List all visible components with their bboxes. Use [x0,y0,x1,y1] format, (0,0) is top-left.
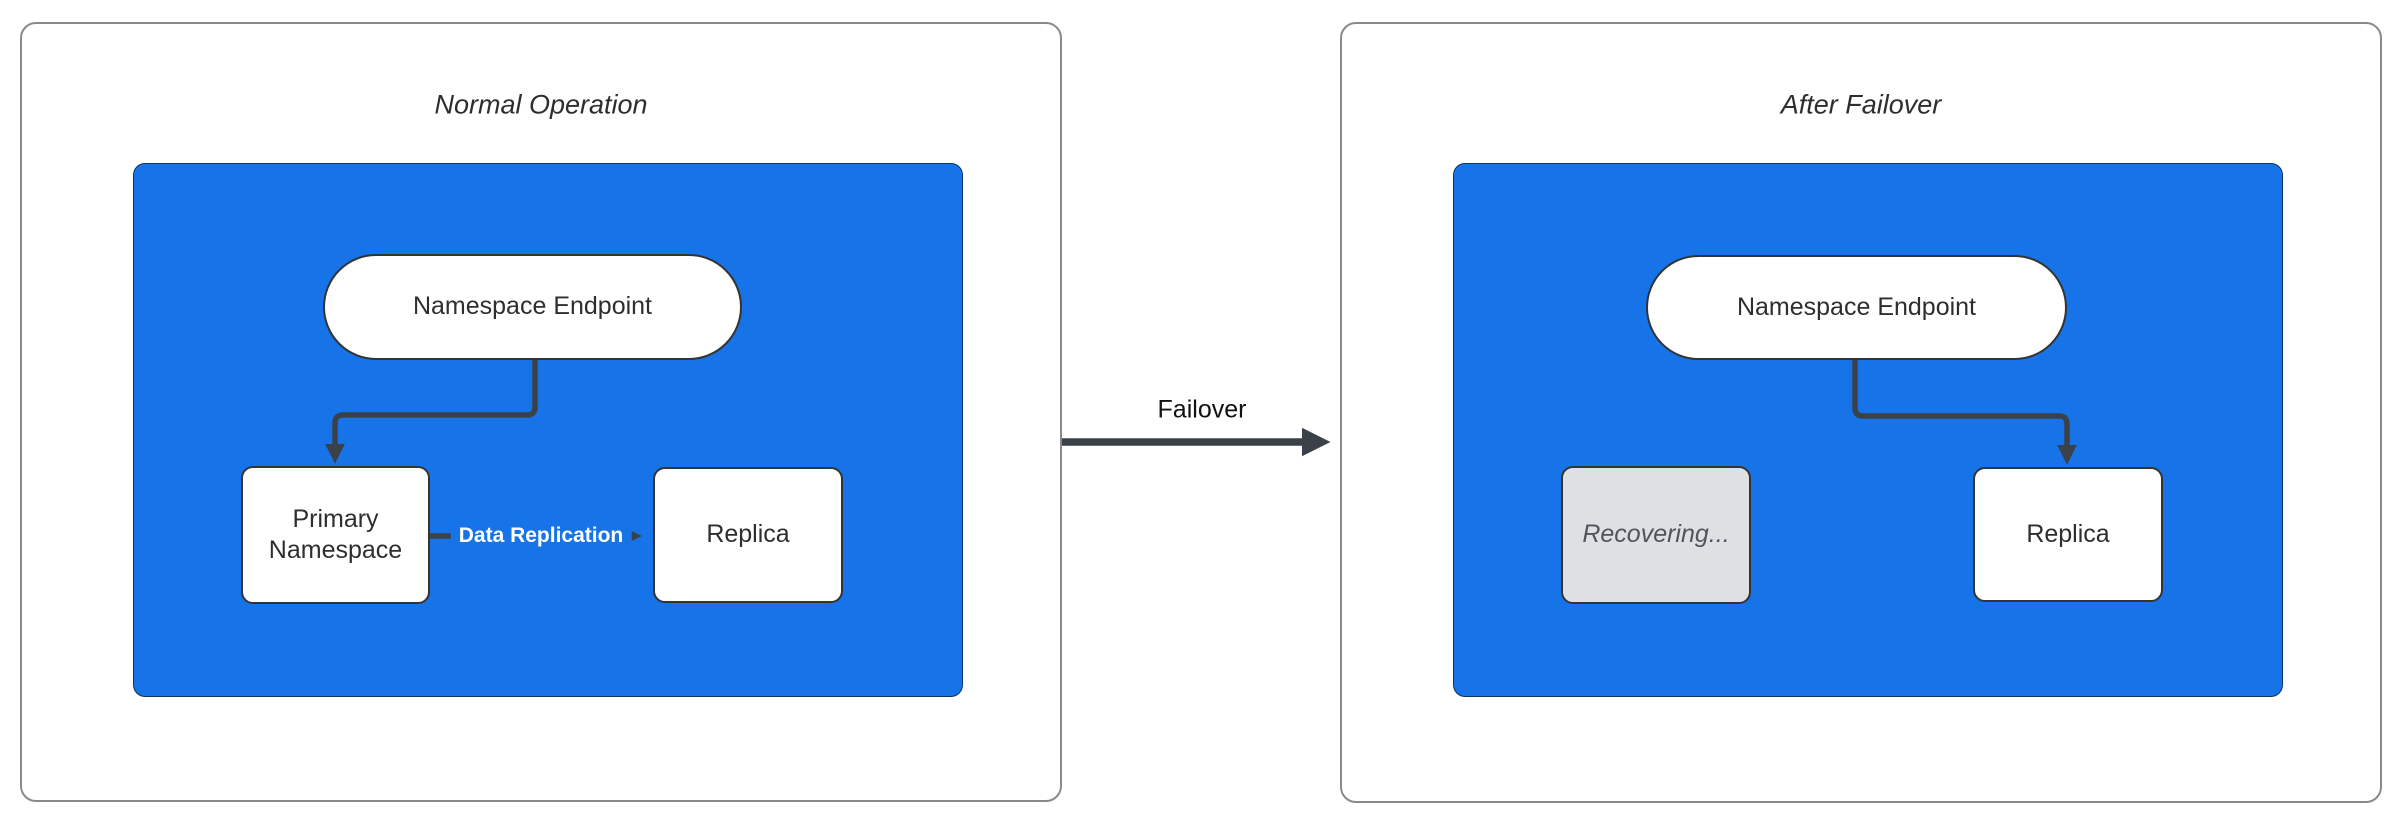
node-namespace-endpoint-right: Namespace Endpoint [1646,255,2067,360]
node-primary-namespace: Primary Namespace [241,466,430,604]
edge-endpoint-to-replica [1852,358,2077,465]
node-namespace-endpoint-left: Namespace Endpoint [323,254,742,360]
node-recovering: Recovering... [1561,466,1751,604]
edge-label-data-replication: Data Replication [450,521,632,551]
edge-endpoint-to-primary [325,358,538,464]
node-replica-right: Replica [1973,467,2163,602]
panel-title-normal-operation: Normal Operation [434,89,648,120]
panel-title-after-failover: After Failover [1780,89,1942,120]
cluster-normal-operation [133,163,963,697]
failover-label: Failover [1157,395,1247,424]
cluster-after-failover [1453,163,2283,697]
node-replica-left: Replica [653,467,843,603]
